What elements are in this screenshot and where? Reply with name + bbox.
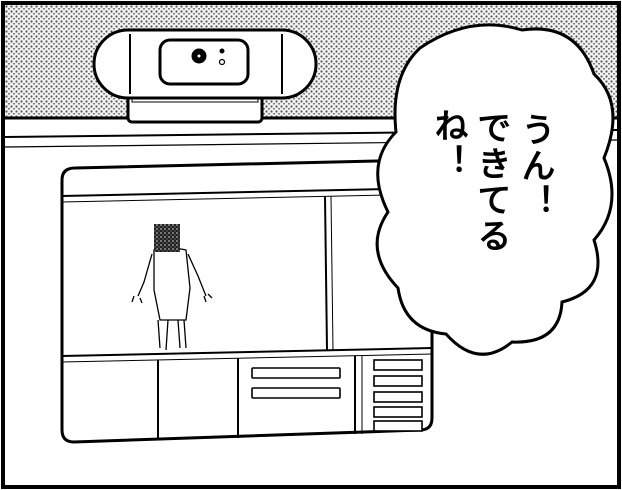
person-figure-icon	[131, 224, 213, 351]
speech-bubble	[375, 23, 615, 356]
monitor-screen-icon	[60, 158, 434, 444]
screen-menu-bars	[251, 359, 423, 432]
webcam-icon	[92, 28, 318, 124]
